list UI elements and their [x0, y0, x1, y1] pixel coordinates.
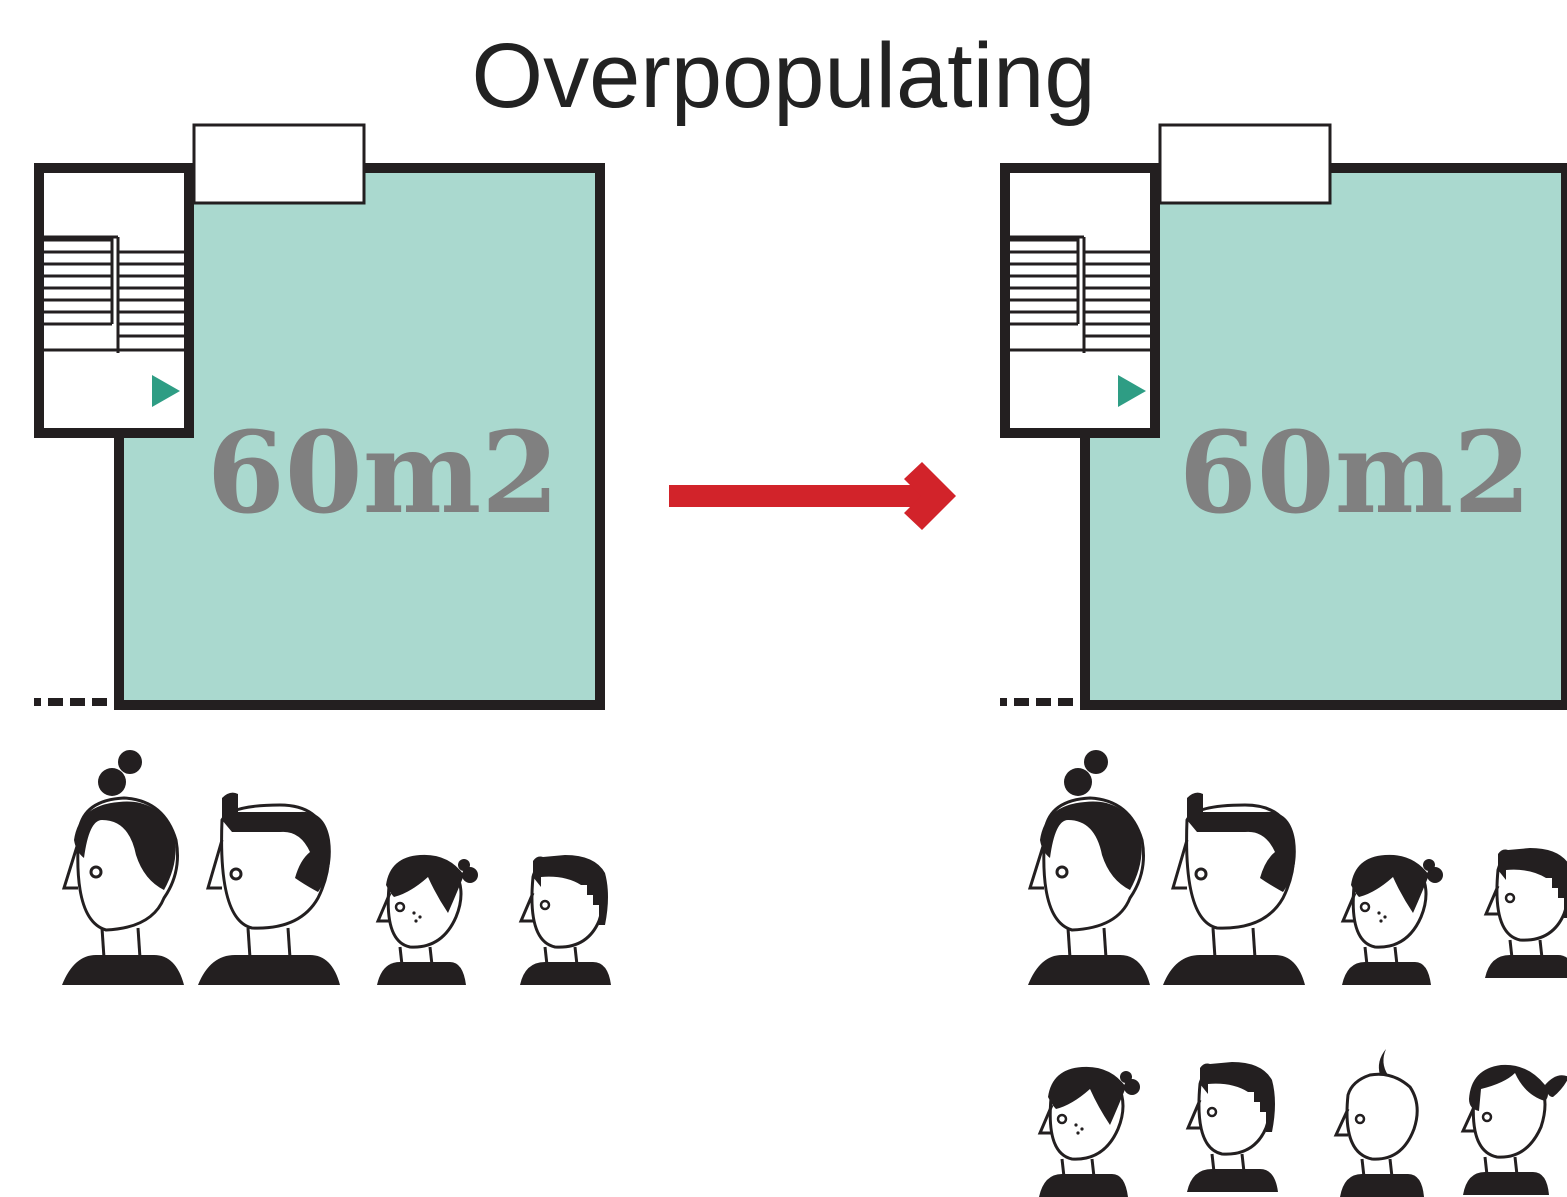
person-bust-icon: [1026, 748, 1152, 987]
diagram-title: Overpopulating: [471, 25, 1096, 127]
person-bust-icon: [1185, 1060, 1280, 1194]
person-bust-icon: [196, 791, 342, 987]
person-bust-icon: [60, 748, 186, 987]
people-group-before: [60, 748, 613, 987]
person-bust-icon: [1461, 1063, 1567, 1197]
people-group-after: [1026, 748, 1567, 1197]
person-bust-icon: [1340, 853, 1445, 987]
person-bust-icon: [375, 853, 480, 987]
person-bust-icon: [518, 853, 613, 987]
person-bust-icon: [1483, 846, 1567, 980]
person-bust-icon: [1037, 1065, 1142, 1197]
person-bust-icon: [1334, 1047, 1426, 1197]
person-bust-icon: [1161, 791, 1307, 987]
area-label-after: 60m2: [1179, 408, 1531, 539]
arrow-right-icon: [669, 462, 956, 530]
area-label-before: 60m2: [207, 408, 559, 539]
